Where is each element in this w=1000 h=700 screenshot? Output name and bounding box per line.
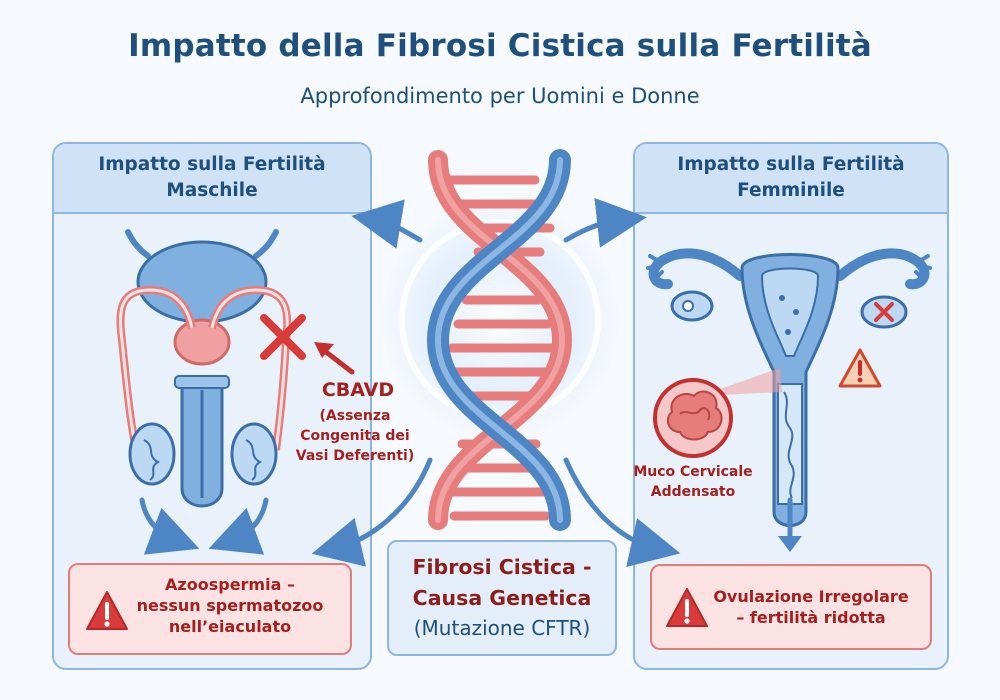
cause-title: Fibrosi Cistica - Causa Genetica [412, 555, 592, 610]
arrow-to-male-outcome [311, 457, 433, 567]
warning-triangle-icon [666, 588, 708, 627]
arrow-to-male-panel [351, 199, 423, 249]
male-outcome-box [68, 563, 352, 655]
arrow-to-female-panel [563, 197, 647, 248]
arrow-to-female-outcome [563, 457, 681, 567]
dna-helix-icon [426, 149, 573, 531]
male-reproductive-illustration [116, 229, 292, 555]
male-outcome-text: Azoospermia – nessun spermatozoo nell’ei… [136, 575, 324, 636]
female-reproductive-illustration [646, 248, 932, 552]
cbavd-pointer-arrow [314, 342, 355, 375]
cbavd-label: CBAVD [321, 379, 395, 401]
cause-box: Fibrosi Cistica - Causa Genetica (Mutazi… [387, 540, 617, 656]
cause-subtitle: (Mutazione CFTR) [413, 616, 591, 640]
female-outcome-text: Ovulazione Irregolare – fertilità ridott… [713, 587, 909, 627]
male-panel-heading: Impatto sulla Fertilità Maschile [54, 144, 370, 214]
blocked-x-icon [260, 314, 306, 360]
prostate [173, 318, 231, 366]
flow-arrows [311, 197, 681, 567]
warning-triangle-icon [838, 348, 882, 388]
page-subtitle: Approfondimento per Uomini e Donne [300, 84, 700, 108]
bladder [136, 240, 268, 324]
cbavd-description: (Assenza Congenita dei Vasi Deferenti) [295, 408, 415, 464]
mucus-label: Muco Cervicale Addensato [633, 464, 753, 500]
warning-triangle-icon [86, 591, 128, 630]
female-panel-heading: Impatto sulla Fertilità Femminile [635, 144, 947, 214]
mucus-magnifier-icon [653, 378, 733, 458]
page-title: Impatto della Fibrosi Cistica sulla Fert… [128, 28, 872, 64]
female-outcome-box [650, 564, 932, 650]
